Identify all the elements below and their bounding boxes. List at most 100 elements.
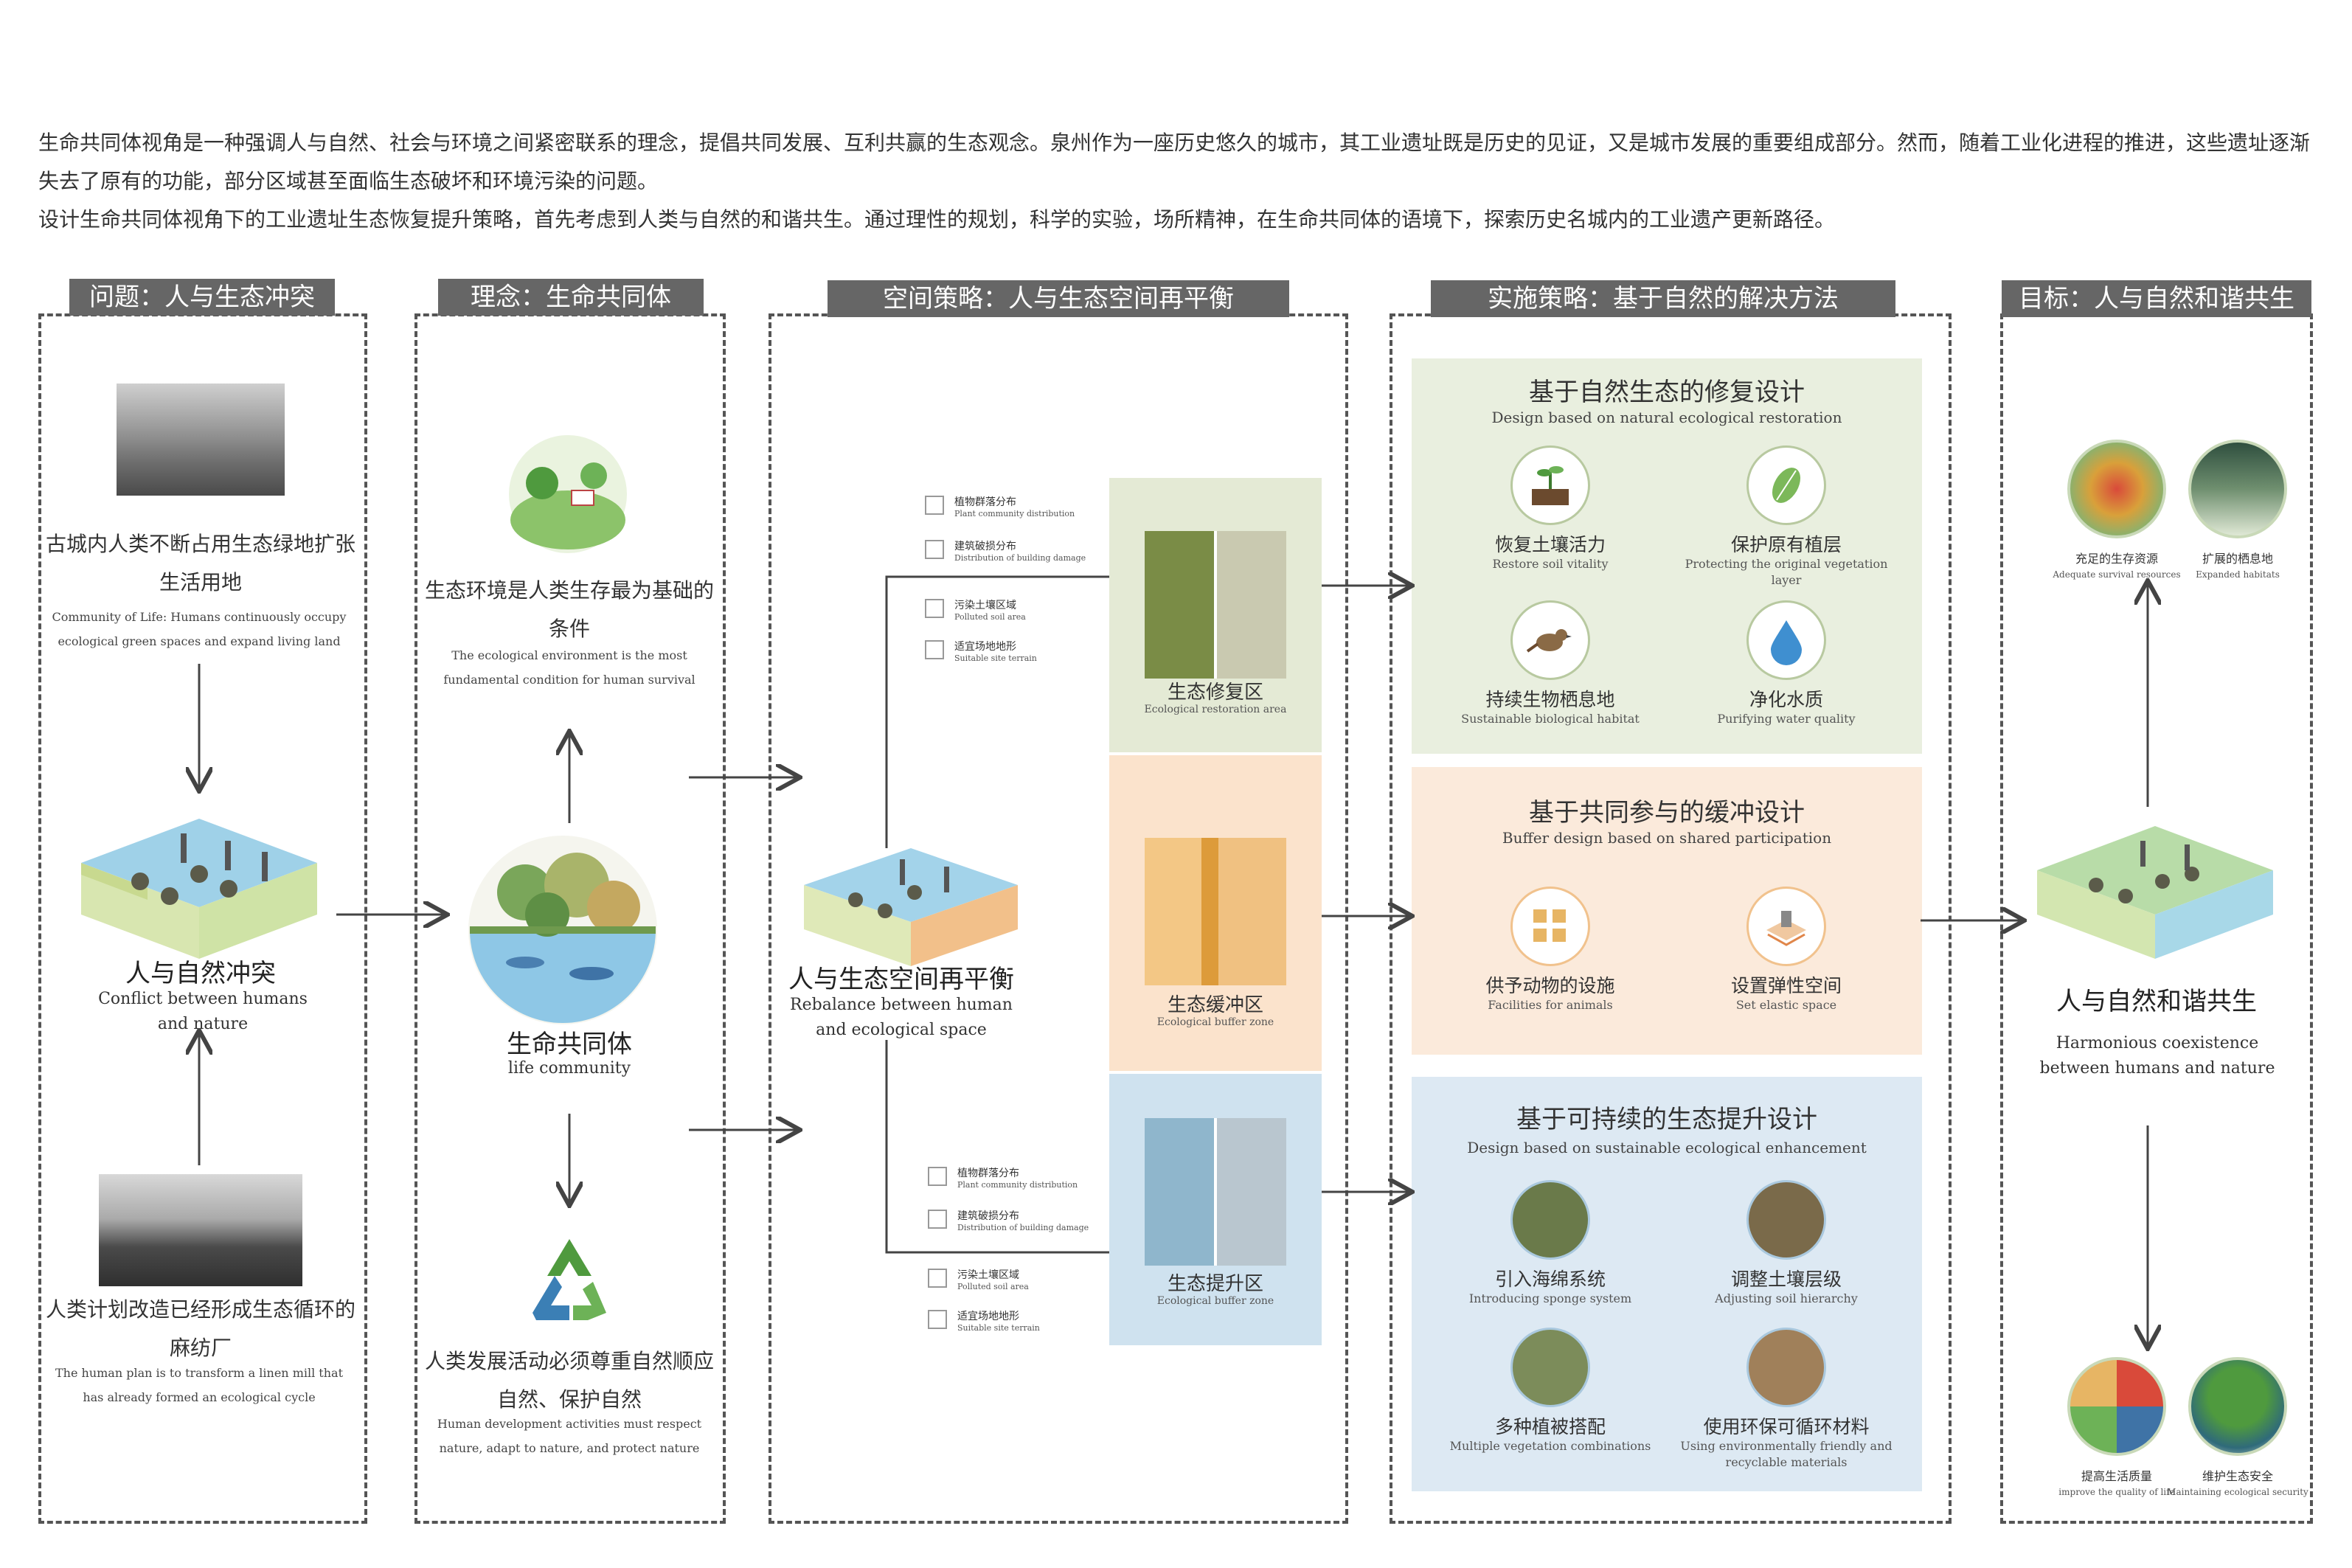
- legend-swatch: [928, 1210, 947, 1229]
- legend-label-en: Polluted soil area: [957, 1282, 1029, 1291]
- strategy-item: 恢复土壤活力 Restore soil vitality: [1440, 445, 1661, 572]
- elastic-space-icon: [1746, 887, 1826, 966]
- item-label-en: Restore soil vitality: [1492, 557, 1609, 571]
- harmony-title: 人与自然和谐共生: [2056, 987, 2257, 1016]
- strategy-item: 净化水质 Purifying water quality: [1676, 600, 1897, 727]
- item-label: 多种植被搭配: [1494, 1416, 1606, 1437]
- item-label-en: Purifying water quality: [1717, 712, 1856, 726]
- buffer-zone: 生态缓冲区 Ecological buffer zone: [1109, 755, 1322, 1071]
- item-label: 保护原有植层: [1730, 534, 1842, 555]
- item-label: 调整土壤层级: [1730, 1269, 1842, 1290]
- connector: [885, 575, 1109, 848]
- quality-wheel-icon: [2067, 1357, 2166, 1456]
- legend-swatch: [925, 640, 944, 659]
- life-community-subtitle: life community: [507, 1059, 631, 1078]
- life-community-globe: [468, 836, 657, 1024]
- legend-swatch: [925, 496, 944, 515]
- concept-top-en: The ecological environment is the most f…: [443, 648, 695, 687]
- linen-mill-photo: [99, 1174, 302, 1286]
- restoration-zone-image: [1145, 531, 1286, 679]
- legend-label: 建筑破损分布: [957, 1210, 1019, 1222]
- item-label-en: Adjusting soil hierarchy: [1715, 1291, 1858, 1305]
- item-label: 设置弹性空间: [1730, 975, 1842, 996]
- goal-label-en: Expanded habitats: [2196, 569, 2280, 580]
- item-label-en: Introducing sponge system: [1468, 1291, 1632, 1305]
- item-label-en: Protecting the original vegetation layer: [1685, 557, 1888, 587]
- goal-item: 充足的生存资源 Adequate survival resources: [2021, 440, 2213, 583]
- legend-label: 适宜场地地形: [957, 1311, 1019, 1322]
- intro-paragraph-2: 设计生命共同体视角下的工业遗址生态恢复提升策略，首先考虑到人类与自然的和谐共生。…: [38, 207, 1836, 232]
- legend-label-en: Plant community distribution: [957, 1180, 1078, 1190]
- legend-swatch: [928, 1167, 947, 1186]
- goal-label: 提高生活质量: [2081, 1469, 2152, 1483]
- legend-label: 适宜场地地形: [954, 641, 1016, 653]
- vegetation-icon: [1510, 1328, 1590, 1407]
- connector: [885, 1040, 1109, 1254]
- legend-label: 植物群落分布: [954, 496, 1016, 508]
- enhancement-zone-label: 生态提升区: [1167, 1273, 1263, 1295]
- strategy-item: 调整土壤层级 Adjusting soil hierarchy: [1676, 1180, 1897, 1307]
- item-label: 恢复土壤活力: [1494, 534, 1606, 555]
- goal-label: 维护生态安全: [2202, 1469, 2273, 1483]
- implementation-header: 实施策略：基于自然的解决方法: [1431, 280, 1895, 317]
- item-label-en: Multiple vegetation combinations: [1449, 1439, 1651, 1453]
- panel-subtitle: Design based on sustainable ecological e…: [1467, 1139, 1867, 1156]
- enhancement-design-panel: 基于可持续的生态提升设计 Design based on sustainable…: [1412, 1077, 1922, 1491]
- life-community-title: 生命共同体: [507, 1030, 632, 1059]
- goal-item: 维护生态安全 Maintaining ecological security: [2142, 1357, 2334, 1500]
- restoration-design-panel: 基于自然生态的修复设计 Design based on natural ecol…: [1412, 358, 1922, 754]
- recycle-icon: [533, 1239, 606, 1320]
- problem-bottom-cn: 人类计划改造已经形成生态循环的麻纺厂: [46, 1297, 356, 1360]
- soil-sprout-icon: [1510, 445, 1590, 525]
- recyclable-material-icon: [1746, 1328, 1826, 1407]
- goal-header: 目标：人与自然和谐共生: [2002, 280, 2311, 317]
- legend-label-en: Plant community distribution: [954, 509, 1075, 518]
- strategy-item: 持续生物栖息地 Sustainable biological habitat: [1440, 600, 1661, 727]
- legend-label-en: Distribution of building damage: [957, 1223, 1089, 1232]
- buffer-zone-sublabel: Ecological buffer zone: [1156, 1016, 1274, 1028]
- item-label-en: Facilities for animals: [1488, 998, 1613, 1012]
- restoration-zone: 生态修复区 Ecological restoration area: [1109, 478, 1322, 752]
- problem-top-en: Community of Life: Humans continuously o…: [52, 610, 347, 648]
- panel-title: 基于自然生态的修复设计: [1529, 378, 1805, 407]
- strategy-item: 设置弹性空间 Set elastic space: [1676, 887, 1897, 1013]
- legend-label: 建筑破损分布: [954, 541, 1016, 552]
- bird-icon: [1510, 600, 1590, 680]
- concept-bottom-cn: 人类发展活动必须尊重自然顺应自然、保护自然: [424, 1349, 714, 1412]
- harmony-subtitle: Harmonious coexistence between humans an…: [2039, 1034, 2275, 1078]
- strategy-item: 使用环保可循环材料 Using environmentally friendly…: [1661, 1328, 1912, 1471]
- harmony-isometric-block: [2037, 826, 2273, 959]
- legend-swatch: [928, 1310, 947, 1329]
- spatial-strategy-header: 空间策略：人与生态空间再平衡: [828, 280, 1289, 317]
- tree-icon: [2188, 1357, 2287, 1456]
- leaf-icon: [1746, 445, 1826, 525]
- intro-text: 生命共同体视角是一种强调人与自然、社会与环境之间紧密联系的理念，提倡共同发展、互…: [38, 124, 2317, 239]
- habitat-birds-icon: [2188, 440, 2287, 538]
- legend-label-en: Polluted soil area: [954, 612, 1026, 622]
- intro-paragraph-1: 生命共同体视角是一种强调人与自然、社会与环境之间紧密联系的理念，提倡共同发展、互…: [38, 131, 2311, 193]
- animal-facility-icon: [1510, 887, 1590, 966]
- rebalance-isometric-block: [804, 848, 1018, 966]
- strategy-item: 保护原有植层 Protecting the original vegetatio…: [1676, 445, 1897, 589]
- conflict-isometric-block: [81, 819, 317, 959]
- goal-label-en: Maintaining ecological security: [2167, 1487, 2308, 1497]
- item-label: 使用环保可循环材料: [1703, 1416, 1870, 1437]
- concept-header: 理念：生命共同体: [438, 279, 704, 316]
- soil-layer-icon: [1746, 1180, 1826, 1260]
- enhancement-zone-image: [1145, 1118, 1286, 1266]
- goal-item: 提高生活质量 improve the quality of life: [2021, 1357, 2213, 1500]
- restoration-zone-sublabel: Ecological restoration area: [1144, 704, 1287, 715]
- buffer-design-panel: 基于共同参与的缓冲设计 Buffer design based on share…: [1412, 767, 1922, 1055]
- dna-icon: [2067, 440, 2166, 538]
- panel-title: 基于共同参与的缓冲设计: [1529, 798, 1805, 828]
- legend-swatch: [928, 1269, 947, 1288]
- problem-top-cn: 古城内人类不断占用生态绿地扩张生活用地: [46, 532, 356, 594]
- legend-label-en: Suitable site terrain: [957, 1323, 1040, 1333]
- panel-title: 基于可持续的生态提升设计: [1516, 1105, 1817, 1134]
- legend-label: 污染土壤区域: [957, 1269, 1019, 1281]
- item-label: 持续生物栖息地: [1485, 689, 1615, 710]
- legend-label-en: Distribution of building damage: [954, 553, 1086, 563]
- strategy-item: 多种植被搭配 Multiple vegetation combinations: [1440, 1328, 1661, 1454]
- strategy-item: 供予动物的设施 Facilities for animals: [1440, 887, 1661, 1013]
